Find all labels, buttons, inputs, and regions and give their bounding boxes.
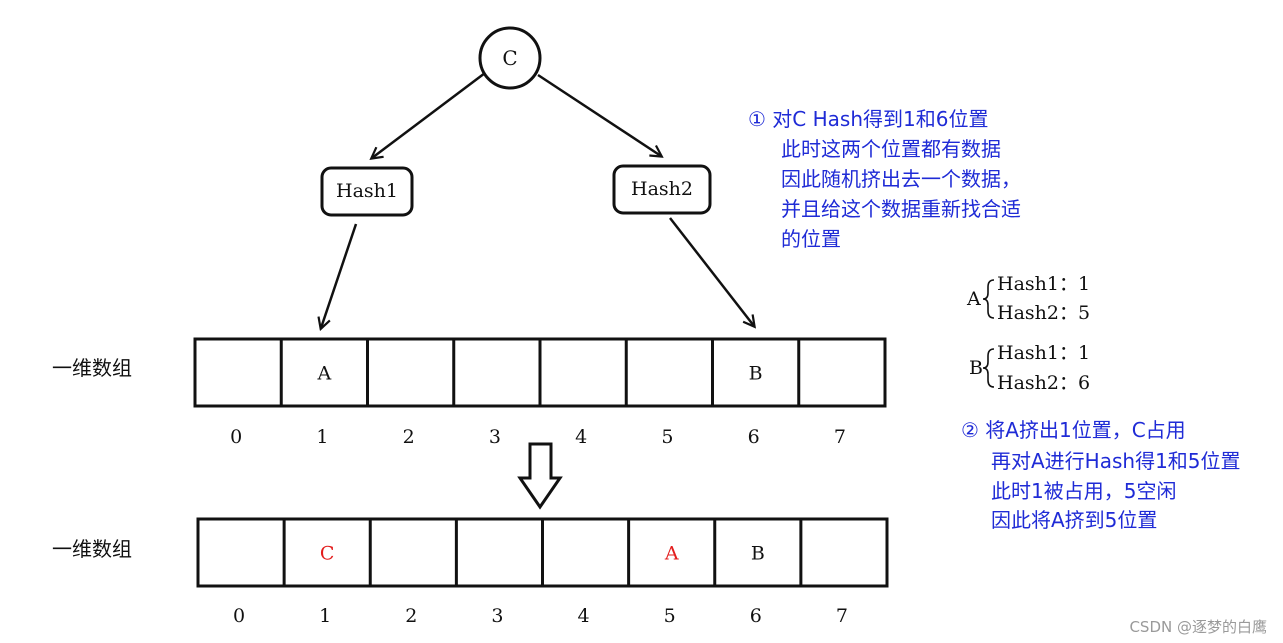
note2-line-1: ② 将A挤出1位置，C占用	[961, 418, 1186, 442]
array-after-cell-1: C	[320, 543, 335, 565]
key-a-brace-icon	[982, 279, 995, 319]
array-before-index-1: 1	[316, 426, 328, 448]
node-c: C	[478, 26, 542, 90]
array-after-index-4: 4	[578, 605, 590, 627]
key-b-brace-icon	[982, 348, 995, 388]
array-after-index-3: 3	[491, 605, 503, 627]
array-before-cell-1: A	[317, 363, 332, 385]
node-hash2: Hash2	[612, 164, 712, 215]
note-2: ② 将A挤出1位置，C占用 再对A进行Hash得1和5位置 此时1被占用，5空闲…	[961, 418, 1241, 532]
key-a-line-1: Hash1：1	[997, 273, 1090, 295]
array-before-index-2: 2	[403, 426, 415, 448]
node-c-label: C	[502, 46, 517, 70]
key-b-line-2: Hash2：6	[997, 372, 1090, 394]
array-after: 0 C 1 2 3 4 A 5 B 6 7	[196, 517, 889, 627]
array-before-index-5: 5	[661, 426, 673, 448]
array-after-index-7: 7	[836, 605, 848, 627]
note2-line-2: 再对A进行Hash得1和5位置	[991, 449, 1241, 473]
array-before-cell-6: B	[749, 363, 763, 385]
array-before-index-0: 0	[230, 426, 242, 448]
array-after-index-1: 1	[319, 605, 331, 627]
arrow-c-to-hash2	[537, 73, 661, 156]
array-before-index-4: 4	[575, 426, 587, 448]
arrow-hash1-to-cell1	[321, 223, 358, 328]
array-after-cell-6: B	[751, 543, 765, 565]
note-1: ① 对C Hash得到1和6位置 此时这两个位置都有数据 因此随机挤出去一个数据…	[748, 107, 1021, 251]
key-b-line-1: Hash1：1	[997, 342, 1090, 364]
arrow-c-to-hash1	[372, 72, 486, 158]
note1-line-1: ① 对C Hash得到1和6位置	[748, 107, 988, 131]
array-after-index-2: 2	[405, 605, 417, 627]
key-b-name: B	[969, 357, 983, 379]
array-before-index-3: 3	[489, 426, 501, 448]
array-label-before: 一维数组	[52, 356, 132, 380]
note1-line-3: 因此随机挤出去一个数据，	[781, 167, 1021, 191]
hash2-label: Hash2	[631, 178, 693, 200]
array-before-index-6: 6	[748, 426, 760, 448]
array-before: 0 A 1 2 3 4 5 B 6 7	[193, 337, 887, 448]
key-a: A Hash1：1 Hash2：5	[966, 273, 1090, 324]
note2-line-3: 此时1被占用，5空闲	[991, 479, 1176, 503]
array-before-index-7: 7	[834, 426, 846, 448]
arrow-hash2-to-cell6	[669, 217, 754, 326]
note1-line-4: 并且给这个数据重新找合适	[781, 197, 1021, 221]
key-a-line-2: Hash2：5	[997, 302, 1090, 324]
hash1-label: Hash1	[336, 180, 398, 202]
key-a-name: A	[966, 288, 981, 310]
array-after-index-6: 6	[750, 605, 762, 627]
array-after-cell-5: A	[664, 543, 679, 565]
note1-line-5: 的位置	[781, 227, 841, 251]
watermark: CSDN @逐梦的白鹰	[1129, 618, 1267, 636]
array-label-after: 一维数组	[52, 537, 132, 561]
array-after-index-5: 5	[664, 605, 676, 627]
node-hash1: Hash1	[320, 166, 414, 217]
note2-line-4: 因此将A挤到5位置	[991, 508, 1157, 532]
array-after-index-0: 0	[233, 605, 245, 627]
note1-line-2: 此时这两个位置都有数据	[781, 137, 1001, 161]
transition-arrow-icon	[517, 442, 563, 510]
key-b: B Hash1：1 Hash2：6	[969, 342, 1090, 394]
